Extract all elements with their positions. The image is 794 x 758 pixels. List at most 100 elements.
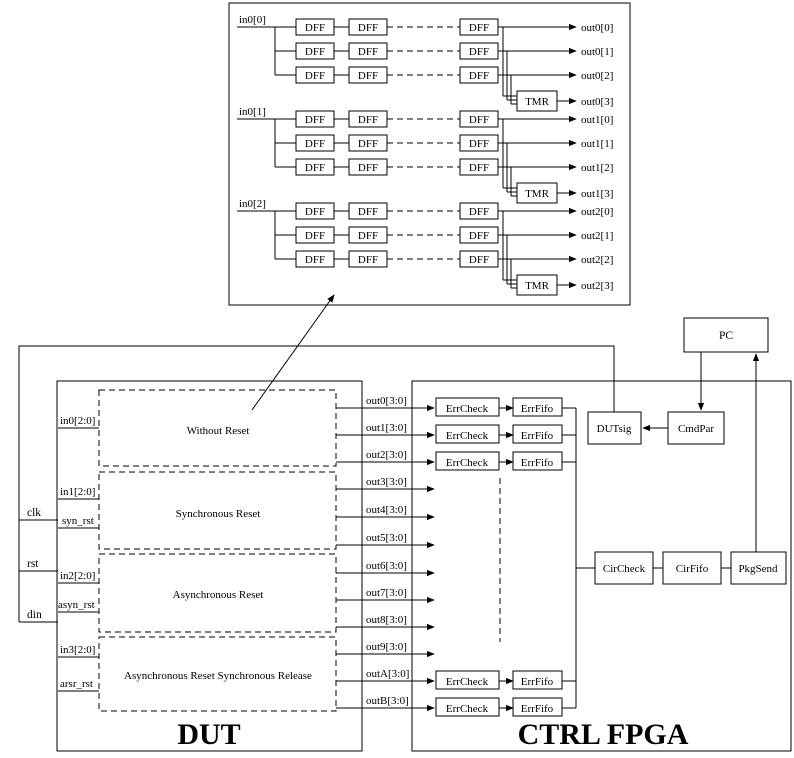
dff-label: DFF xyxy=(358,138,378,150)
dut-module: Without Reset Synchronous Reset Asynchro… xyxy=(56,380,363,752)
errfifo-label: ErrFifo xyxy=(521,457,554,469)
dut-output-label: out8[3:0] xyxy=(366,614,407,626)
dut-output-label: out9[3:0] xyxy=(366,641,407,653)
circheck-box xyxy=(594,551,654,585)
dff-label: DFF xyxy=(358,162,378,174)
cmdpar-label: CmdPar xyxy=(678,423,714,435)
detail-output-label: out0[2] xyxy=(581,70,613,82)
detail-output-label: out1[0] xyxy=(581,114,613,126)
dff-label: DFF xyxy=(305,254,325,266)
dff-label: DFF xyxy=(305,230,325,242)
dut-block-asynchronous-reset xyxy=(98,553,337,633)
dut-input-label: in0[2:0] xyxy=(60,415,95,427)
detail-panel-frame xyxy=(228,2,631,306)
dut-output-label: outA[3:0] xyxy=(366,668,409,680)
dut-output-buses: out0[3:0]out1[3:0]out2[3:0]out3[3:0]out4… xyxy=(336,395,435,712)
fpga-frame xyxy=(411,380,792,752)
dut-block-label: Asynchronous Reset xyxy=(173,589,264,601)
dut-output-label: out6[3:0] xyxy=(366,560,407,572)
dut-output-label: outB[3:0] xyxy=(366,695,409,707)
dut-block-label: Without Reset xyxy=(187,425,250,437)
errfifo-box xyxy=(512,424,563,444)
dut-output-label: out1[3:0] xyxy=(366,422,407,434)
dff-label: DFF xyxy=(358,70,378,82)
errfifo-label: ErrFifo xyxy=(521,703,554,715)
detail-output-label: out2[0] xyxy=(581,206,613,218)
dut-output-label: out4[3:0] xyxy=(366,504,407,516)
dff-label: DFF xyxy=(305,162,325,174)
detail-output-label: out1[1] xyxy=(581,138,613,150)
pc-box: PC xyxy=(683,317,769,353)
tmr-label: TMR xyxy=(525,280,550,292)
dff-label: DFF xyxy=(358,22,378,34)
detail-output-label: out1[3] xyxy=(581,188,613,200)
dut-output-label: out7[3:0] xyxy=(366,587,407,599)
error-channel: ErrCheck ErrFifo xyxy=(435,397,576,417)
errfifo-box xyxy=(512,697,563,717)
errfifo-label: ErrFifo xyxy=(521,403,554,415)
pc-label: PC xyxy=(719,330,733,342)
errcheck-label: ErrCheck xyxy=(446,703,489,715)
detail-output-label: out2[1] xyxy=(581,230,613,242)
error-channel: ErrCheck ErrFifo xyxy=(435,451,576,471)
errfifo-label: ErrFifo xyxy=(521,430,554,442)
errcheck-label: ErrCheck xyxy=(446,403,489,415)
errcheck-label: ErrCheck xyxy=(446,676,489,688)
dut-frame xyxy=(56,380,363,752)
dut-block-synchronous-reset xyxy=(98,471,337,550)
din-label: din xyxy=(27,609,42,621)
tmr-label: TMR xyxy=(525,188,550,200)
dut-input-label: in1[2:0] xyxy=(60,486,95,498)
dut-output-label: out5[3:0] xyxy=(366,532,407,544)
dut-block-label: Asynchronous Reset Synchronous Release xyxy=(124,670,312,682)
dff-label: DFF xyxy=(305,114,325,126)
dut-input-label: syn_rst xyxy=(62,515,94,527)
dut-block-without-reset xyxy=(98,389,337,467)
errcheck-box xyxy=(435,697,500,717)
errcheck-label: ErrCheck xyxy=(446,457,489,469)
dff-label: DFF xyxy=(469,138,489,150)
errfifo-box xyxy=(512,670,563,690)
dff-label: DFF xyxy=(469,22,489,34)
error-channel: ErrCheck ErrFifo xyxy=(435,697,576,717)
errcheck-box xyxy=(435,424,500,444)
dut-output-label: out0[3:0] xyxy=(366,395,407,407)
dutsig-label: DUTsig xyxy=(597,423,632,435)
errfifo-box xyxy=(512,451,563,471)
dff-label: DFF xyxy=(305,206,325,218)
dff-label: DFF xyxy=(469,230,489,242)
error-channel: ErrCheck ErrFifo xyxy=(435,670,576,690)
dut-block-async-reset-sync-release xyxy=(98,636,337,712)
dff-label: DFF xyxy=(358,254,378,266)
dff-label: DFF xyxy=(469,70,489,82)
rst-label: rst xyxy=(27,558,39,570)
clk-label: clk xyxy=(27,507,41,519)
dff-label: DFF xyxy=(358,206,378,218)
dff-label: DFF xyxy=(469,162,489,174)
dff-label: DFF xyxy=(469,114,489,126)
dut-input-label: arsr_rst xyxy=(60,678,93,690)
errfifo-box xyxy=(512,397,563,417)
dff-label: DFF xyxy=(305,138,325,150)
detail-output-label: out1[2] xyxy=(581,162,613,174)
errcheck-box xyxy=(435,451,500,471)
dut-output-label: out2[3:0] xyxy=(366,449,407,461)
detail-output-label: out2[2] xyxy=(581,254,613,266)
detail-output-label: out2[3] xyxy=(581,280,613,292)
dff-label: DFF xyxy=(305,46,325,58)
dut-block-label: Synchronous Reset xyxy=(176,508,261,520)
zoom-arrow xyxy=(251,294,335,411)
tmr-label: TMR xyxy=(525,96,550,108)
dutsig-box xyxy=(587,411,642,445)
circheck-label: CirCheck xyxy=(603,563,646,575)
errcheck-box xyxy=(435,397,500,417)
dff-label: DFF xyxy=(305,22,325,34)
detail-output-label: out0[1] xyxy=(581,46,613,58)
errfifo-label: ErrFifo xyxy=(521,676,554,688)
detail-output-label: out0[3] xyxy=(581,96,613,108)
